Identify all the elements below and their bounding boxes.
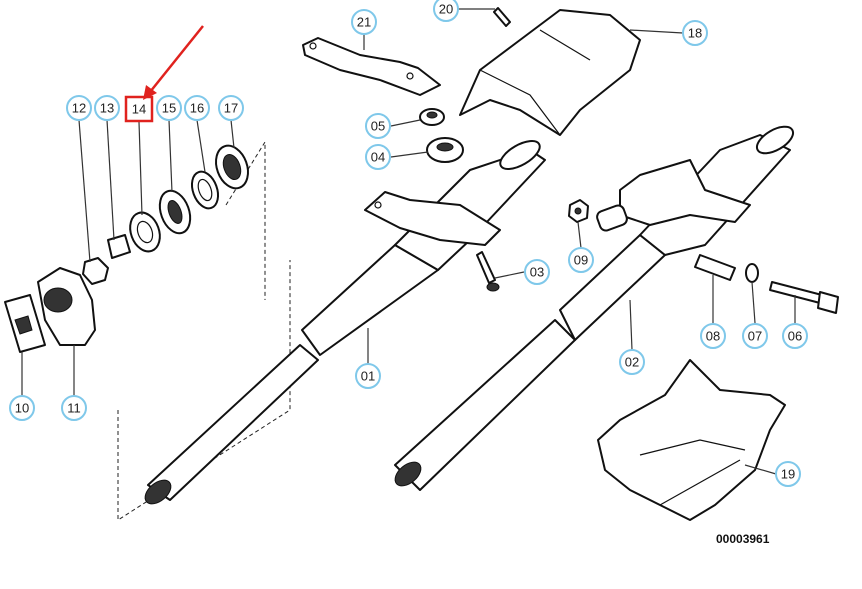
callout-04[interactable]: 04 xyxy=(365,144,391,170)
part-12-nut xyxy=(82,257,109,285)
part-09-nut xyxy=(568,199,589,223)
svg-text:15: 15 xyxy=(162,101,176,116)
svg-text:05: 05 xyxy=(371,119,385,134)
svg-text:07: 07 xyxy=(748,329,762,344)
callout-01[interactable]: 01 xyxy=(355,363,381,389)
callout-13[interactable]: 13 xyxy=(94,95,120,121)
part-15-bearing-race xyxy=(158,189,192,235)
part-04-grommet xyxy=(426,137,464,163)
part-11-lock-housing xyxy=(37,267,96,346)
callout-18[interactable]: 18 xyxy=(682,20,708,46)
svg-text:02: 02 xyxy=(625,355,639,370)
svg-text:10: 10 xyxy=(15,401,29,416)
callout-02[interactable]: 02 xyxy=(619,349,645,375)
callout-16[interactable]: 16 xyxy=(184,95,210,121)
callout-11[interactable]: 11 xyxy=(61,395,87,421)
callout-08[interactable]: 08 xyxy=(700,323,726,349)
highlight-arrow xyxy=(143,25,204,100)
part-20-screw xyxy=(493,7,511,27)
diagram-reference-number: 00003961 xyxy=(716,532,770,546)
part-05-grommet xyxy=(419,108,445,126)
svg-text:06: 06 xyxy=(788,329,802,344)
svg-text:04: 04 xyxy=(371,150,385,165)
callout-07[interactable]: 07 xyxy=(742,323,768,349)
part-10-gasket xyxy=(4,294,46,353)
part-18-upper-shroud xyxy=(459,9,641,136)
part-19-lower-shroud xyxy=(597,359,786,521)
part-03-screw xyxy=(476,251,500,292)
part-08-sleeve xyxy=(694,254,736,281)
callout-15[interactable]: 15 xyxy=(156,95,182,121)
callout-10[interactable]: 10 xyxy=(9,395,35,421)
part-column-tube-01 xyxy=(144,140,546,505)
callout-19[interactable]: 19 xyxy=(775,461,801,487)
part-07-washer xyxy=(745,263,759,283)
svg-text:12: 12 xyxy=(72,101,86,116)
svg-text:17: 17 xyxy=(224,101,238,116)
part-14-bearing xyxy=(129,211,161,253)
leader-lines xyxy=(21,8,796,475)
part-17-bushing xyxy=(215,144,249,190)
callout-03[interactable]: 03 xyxy=(524,259,550,285)
svg-text:18: 18 xyxy=(688,26,702,41)
svg-text:21: 21 xyxy=(357,15,371,30)
part-06-bolt xyxy=(769,281,839,314)
callout-17[interactable]: 17 xyxy=(218,95,244,121)
callout-05[interactable]: 05 xyxy=(365,113,391,139)
svg-text:16: 16 xyxy=(190,101,204,116)
callout-20[interactable]: 20 xyxy=(433,0,459,22)
svg-text:20: 20 xyxy=(439,2,453,17)
part-16-ring xyxy=(190,170,220,210)
callout-09[interactable]: 09 xyxy=(568,247,594,273)
svg-text:01: 01 xyxy=(361,369,375,384)
svg-text:11: 11 xyxy=(67,401,81,416)
callout-12[interactable]: 12 xyxy=(66,95,92,121)
svg-text:03: 03 xyxy=(530,265,544,280)
svg-text:08: 08 xyxy=(706,329,720,344)
part-mounting-bracket-right xyxy=(596,159,751,232)
svg-text:14: 14 xyxy=(132,102,146,117)
svg-text:13: 13 xyxy=(100,101,114,116)
callout-14[interactable]: 14 xyxy=(124,95,154,123)
svg-text:09: 09 xyxy=(574,253,588,268)
svg-text:19: 19 xyxy=(781,467,795,482)
part-21-plate xyxy=(302,37,441,96)
part-mounting-bracket-left xyxy=(364,191,501,246)
callout-21[interactable]: 21 xyxy=(351,9,377,35)
callout-06[interactable]: 06 xyxy=(782,323,808,349)
part-13-clip xyxy=(107,234,131,259)
